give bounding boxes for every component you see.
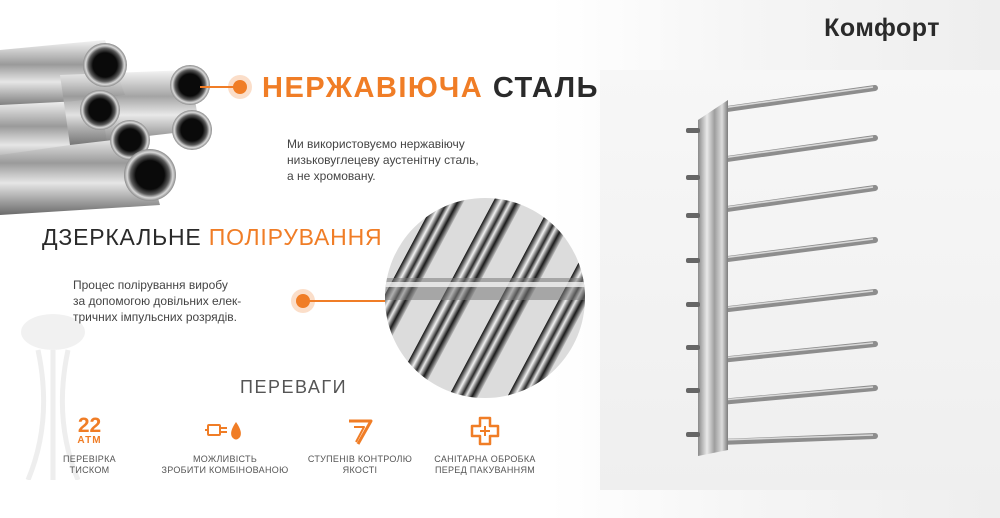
towel-rail-product-image: [686, 85, 878, 456]
advantage-item-sanitary: САНІТАРНА ОБРОБКА ПЕРЕД ПАКУВАННЯМ: [425, 412, 545, 476]
decorative-vase-background: [21, 314, 85, 480]
steel-tubes-image: [0, 40, 212, 215]
pressure-unit: АТМ: [77, 434, 102, 446]
advantage-caption: МОЖЛИВІСТЬ ЗРОБИТИ КОМБІНОВАНОЮ: [160, 454, 290, 476]
steel-description-line: а не хромовану.: [287, 169, 376, 183]
polish-heading: ДЗЕРКАЛЬНЕ ПОЛІРУВАННЯ: [42, 224, 382, 251]
background-interior: [600, 70, 1000, 490]
pressure-22-atm-icon: 22 АТМ: [52, 412, 127, 450]
advantage-caption: СТУПЕНІВ КОНТРОЛЮ ЯКОСТІ: [305, 454, 415, 476]
advantage-caption-line: СТУПЕНІВ КОНТРОЛЮ: [307, 454, 413, 464]
steel-description: Ми використовуємо нержавіючу низьковугле…: [287, 136, 537, 184]
advantage-caption-line: САНІТАРНА ОБРОБКА: [434, 454, 536, 464]
polish-description: Процес полірування виробу за допомогою д…: [73, 277, 293, 325]
polish-description-line: за допомогою довільних елек-: [73, 294, 242, 308]
advantage-caption-line: ПЕРЕД ПАКУВАННЯМ: [434, 465, 536, 475]
polish-callout-dot: [296, 294, 310, 308]
advantage-caption-line: ПЕРЕВІРКА: [63, 454, 116, 464]
advantage-caption-line: ЗРОБИТИ КОМБІНОВАНОЮ: [161, 465, 289, 475]
polish-connector-line: [305, 300, 397, 302]
medical-cross-icon: [425, 412, 545, 450]
steel-description-line: низьковуглецеву аустенітну сталь,: [287, 153, 479, 167]
steel-heading: НЕРЖАВІЮЧА СТАЛЬ: [262, 72, 599, 105]
heating-element-drop-icon: [160, 412, 290, 450]
steel-description-line: Ми використовуємо нержавіючу: [287, 137, 465, 151]
advantage-caption-line: ЯКОСТІ: [342, 465, 378, 475]
polish-description-line: тричних імпульсних розрядів.: [73, 310, 237, 324]
steel-connector-line: [200, 86, 238, 88]
advantage-caption-line: МОЖЛИВІСТЬ: [192, 454, 258, 464]
seven-stages-icon: [305, 412, 415, 450]
polish-heading-plain: ДЗЕРКАЛЬНЕ: [42, 224, 202, 250]
advantage-item-quality: СТУПЕНІВ КОНТРОЛЮ ЯКОСТІ: [305, 412, 415, 476]
advantage-caption: ПЕРЕВІРКА ТИСКОМ: [52, 454, 127, 476]
advantage-item-pressure: 22 АТМ ПЕРЕВІРКА ТИСКОМ: [52, 412, 127, 476]
steel-callout-dot: [233, 80, 247, 94]
steel-heading-accent: НЕРЖАВІЮЧА: [262, 72, 484, 104]
mirror-polish-closeup-image: [385, 198, 585, 398]
polish-heading-accent: ПОЛІРУВАННЯ: [208, 224, 383, 250]
advantage-caption: САНІТАРНА ОБРОБКА ПЕРЕД ПАКУВАННЯМ: [425, 454, 545, 476]
advantage-caption-line: ТИСКОМ: [69, 465, 110, 475]
advantage-item-combined: МОЖЛИВІСТЬ ЗРОБИТИ КОМБІНОВАНОЮ: [160, 412, 290, 476]
polish-description-line: Процес полірування виробу: [73, 278, 228, 292]
advantages-title: ПЕРЕВАГИ: [240, 377, 348, 397]
pressure-value: 22: [77, 413, 102, 437]
steel-heading-rest: СТАЛЬ: [492, 72, 599, 104]
brand-title: Комфорт: [824, 14, 940, 42]
